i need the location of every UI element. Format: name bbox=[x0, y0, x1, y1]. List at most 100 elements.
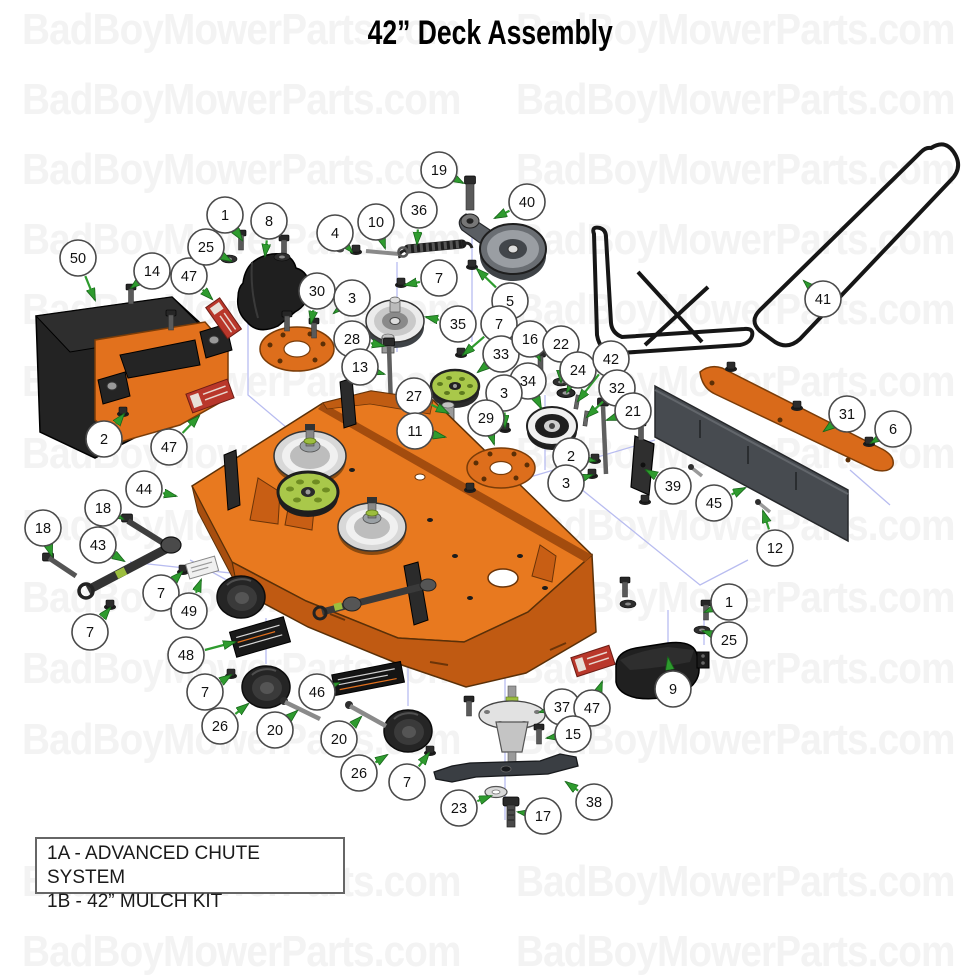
callout-circle[interactable] bbox=[575, 783, 613, 821]
callout-circle[interactable] bbox=[695, 484, 733, 522]
callout-44[interactable]: 44 bbox=[125, 470, 163, 508]
callout-circle[interactable] bbox=[654, 467, 692, 505]
callout-7[interactable]: 7 bbox=[420, 259, 458, 297]
callout-10[interactable]: 10 bbox=[357, 203, 395, 241]
callout-circle[interactable] bbox=[170, 257, 208, 295]
callout-circle[interactable] bbox=[85, 420, 123, 458]
callout-21[interactable]: 21 bbox=[614, 392, 652, 430]
callout-circle[interactable] bbox=[340, 754, 378, 792]
callout-29[interactable]: 29 bbox=[467, 399, 505, 437]
callout-circle[interactable] bbox=[256, 711, 294, 749]
callout-circle[interactable] bbox=[508, 183, 546, 221]
callout-circle[interactable] bbox=[142, 574, 180, 612]
callout-20[interactable]: 20 bbox=[256, 711, 294, 749]
callout-42[interactable]: 42 bbox=[592, 340, 630, 378]
callout-35[interactable]: 35 bbox=[439, 305, 477, 343]
callout-11[interactable]: 11 bbox=[396, 412, 434, 450]
callout-18[interactable]: 18 bbox=[24, 509, 62, 547]
callout-20[interactable]: 20 bbox=[320, 720, 358, 758]
callout-7[interactable]: 7 bbox=[71, 613, 109, 651]
callout-26[interactable]: 26 bbox=[340, 754, 378, 792]
callout-circle[interactable] bbox=[298, 673, 336, 711]
callout-47[interactable]: 47 bbox=[150, 428, 188, 466]
callout-circle[interactable] bbox=[573, 689, 611, 727]
callout-3[interactable]: 3 bbox=[547, 464, 585, 502]
callout-circle[interactable] bbox=[400, 191, 438, 229]
callout-27[interactable]: 27 bbox=[395, 377, 433, 415]
callout-circle[interactable] bbox=[547, 464, 585, 502]
callout-36[interactable]: 36 bbox=[400, 191, 438, 229]
callout-47[interactable]: 47 bbox=[170, 257, 208, 295]
callout-circle[interactable] bbox=[554, 715, 592, 753]
callout-circle[interactable] bbox=[756, 529, 794, 567]
callout-circle[interactable] bbox=[710, 583, 748, 621]
callout-circle[interactable] bbox=[333, 279, 371, 317]
callout-circle[interactable] bbox=[440, 789, 478, 827]
callout-circle[interactable] bbox=[84, 489, 122, 527]
callout-38[interactable]: 38 bbox=[575, 783, 613, 821]
callout-1[interactable]: 1 bbox=[710, 583, 748, 621]
callout-26[interactable]: 26 bbox=[201, 707, 239, 745]
callout-circle[interactable] bbox=[170, 592, 208, 630]
callout-6[interactable]: 6 bbox=[874, 410, 912, 448]
callout-43[interactable]: 43 bbox=[79, 526, 117, 564]
callout-circle[interactable] bbox=[524, 797, 562, 835]
callout-19[interactable]: 19 bbox=[420, 151, 458, 189]
callout-45[interactable]: 45 bbox=[695, 484, 733, 522]
callout-4[interactable]: 4 bbox=[316, 214, 354, 252]
callout-7[interactable]: 7 bbox=[388, 763, 426, 801]
callout-circle[interactable] bbox=[439, 305, 477, 343]
callout-circle[interactable] bbox=[71, 613, 109, 651]
callout-circle[interactable] bbox=[133, 252, 171, 290]
callout-2[interactable]: 2 bbox=[85, 420, 123, 458]
callout-circle[interactable] bbox=[804, 280, 842, 318]
callout-16[interactable]: 16 bbox=[511, 320, 549, 358]
callout-8[interactable]: 8 bbox=[250, 202, 288, 240]
callout-circle[interactable] bbox=[187, 228, 225, 266]
callout-circle[interactable] bbox=[79, 526, 117, 564]
callout-48[interactable]: 48 bbox=[167, 636, 205, 674]
callout-circle[interactable] bbox=[320, 720, 358, 758]
callout-circle[interactable] bbox=[388, 763, 426, 801]
callout-7[interactable]: 7 bbox=[142, 574, 180, 612]
callout-circle[interactable] bbox=[467, 399, 505, 437]
callout-40[interactable]: 40 bbox=[508, 183, 546, 221]
callout-circle[interactable] bbox=[186, 673, 224, 711]
callout-31[interactable]: 31 bbox=[828, 395, 866, 433]
callout-41[interactable]: 41 bbox=[804, 280, 842, 318]
callout-circle[interactable] bbox=[316, 214, 354, 252]
callout-circle[interactable] bbox=[396, 412, 434, 450]
callout-circle[interactable] bbox=[24, 509, 62, 547]
callout-circle[interactable] bbox=[420, 151, 458, 189]
callout-circle[interactable] bbox=[420, 259, 458, 297]
callout-39[interactable]: 39 bbox=[654, 467, 692, 505]
callout-circle[interactable] bbox=[874, 410, 912, 448]
callout-13[interactable]: 13 bbox=[341, 348, 379, 386]
callout-46[interactable]: 46 bbox=[298, 673, 336, 711]
callout-9[interactable]: 9 bbox=[654, 670, 692, 708]
callout-50[interactable]: 50 bbox=[59, 239, 97, 277]
callout-circle[interactable] bbox=[125, 470, 163, 508]
callout-30[interactable]: 30 bbox=[298, 272, 336, 310]
callout-47[interactable]: 47 bbox=[573, 689, 611, 727]
callout-circle[interactable] bbox=[828, 395, 866, 433]
callout-circle[interactable] bbox=[654, 670, 692, 708]
callout-circle[interactable] bbox=[341, 348, 379, 386]
callout-18[interactable]: 18 bbox=[84, 489, 122, 527]
callout-17[interactable]: 17 bbox=[524, 797, 562, 835]
callout-circle[interactable] bbox=[357, 203, 395, 241]
callout-15[interactable]: 15 bbox=[554, 715, 592, 753]
callout-7[interactable]: 7 bbox=[186, 673, 224, 711]
callout-circle[interactable] bbox=[710, 621, 748, 659]
callout-circle[interactable] bbox=[201, 707, 239, 745]
callout-25[interactable]: 25 bbox=[187, 228, 225, 266]
callout-circle[interactable] bbox=[614, 392, 652, 430]
callout-12[interactable]: 12 bbox=[756, 529, 794, 567]
callout-25[interactable]: 25 bbox=[710, 621, 748, 659]
callout-circle[interactable] bbox=[250, 202, 288, 240]
callout-24[interactable]: 24 bbox=[559, 351, 597, 389]
callout-23[interactable]: 23 bbox=[440, 789, 478, 827]
callout-3[interactable]: 3 bbox=[333, 279, 371, 317]
callout-circle[interactable] bbox=[206, 196, 244, 234]
callout-14[interactable]: 14 bbox=[133, 252, 171, 290]
